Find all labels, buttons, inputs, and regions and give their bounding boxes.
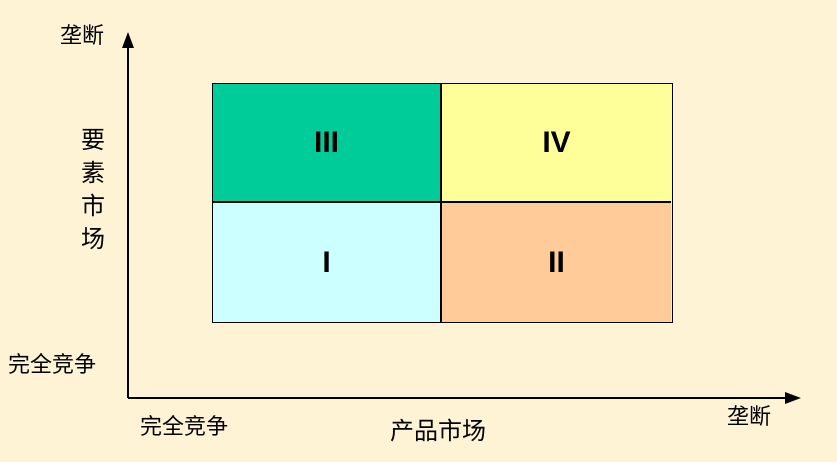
y-axis-name-char: 市 — [81, 192, 105, 220]
x-axis-arrow — [785, 392, 801, 404]
x-axis-left-label: 完全竞争 — [140, 415, 229, 440]
y-axis-top-label: 垄断 — [60, 24, 105, 49]
y-axis-name-char: 场 — [81, 225, 105, 253]
y-axis-arrow — [122, 32, 134, 48]
quadrant-ii: II — [442, 203, 671, 322]
y-axis-name-char: 要 — [81, 126, 105, 154]
x-axis-name: 产品市场 — [390, 417, 486, 445]
quadrant-iii: III — [213, 84, 442, 203]
y-axis-name-char: 素 — [81, 159, 105, 187]
quadrant-grid: III IV I II — [212, 83, 673, 323]
y-axis-bottom-label: 完全竞争 — [8, 353, 97, 378]
quadrant-i: I — [213, 203, 442, 322]
x-axis-right-label: 垄断 — [727, 405, 772, 430]
quadrant-iv: IV — [442, 84, 671, 203]
y-axis-name: 要 素 市 场 — [78, 124, 108, 256]
